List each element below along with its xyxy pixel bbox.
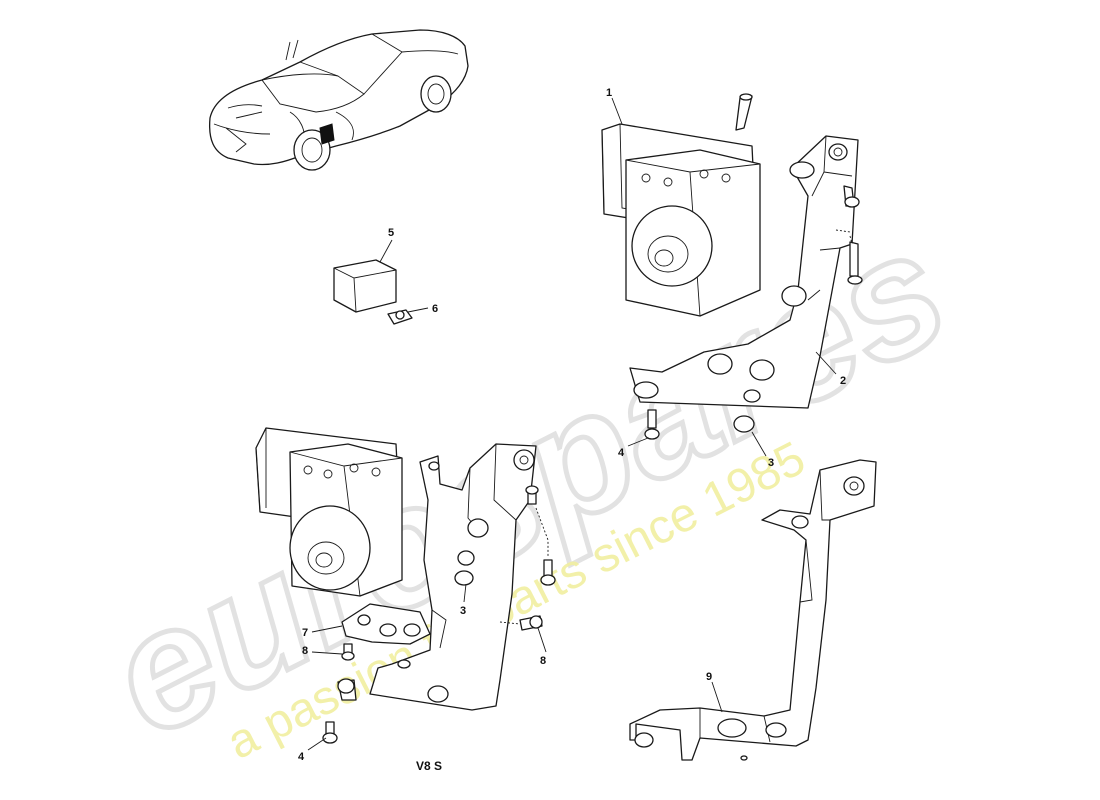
fasteners-upper [644,185,863,440]
abs-unit-upper [601,93,761,317]
rear-wheel [420,75,452,113]
leader-lines [307,97,837,751]
yaw-sensor [333,259,413,325]
variant-caption: V8 S [416,759,442,773]
callout-4-lower: 4 [298,751,305,763]
callout-3-lower: 3 [460,605,466,617]
callout-6: 6 [432,303,438,315]
callout-9: 9 [706,671,712,683]
fasteners-lower [322,485,556,744]
callout-3-upper: 3 [768,457,774,469]
callout-5: 5 [388,227,394,239]
callouts: 1 2 3 4 5 6 3 7 8 8 4 9 [298,87,846,763]
callout-4-upper: 4 [618,447,625,459]
callout-7: 7 [302,627,308,639]
car-illustration [208,29,469,171]
bracket-part-9 [629,459,877,761]
callout-2: 2 [840,375,846,387]
callout-1: 1 [606,87,612,99]
bracket-upper [629,135,859,409]
location-marker [319,123,335,145]
abs-unit-lower [255,427,403,597]
callout-8-left: 8 [302,645,308,657]
bracket-lower [337,443,537,711]
callout-8-right: 8 [540,655,546,667]
